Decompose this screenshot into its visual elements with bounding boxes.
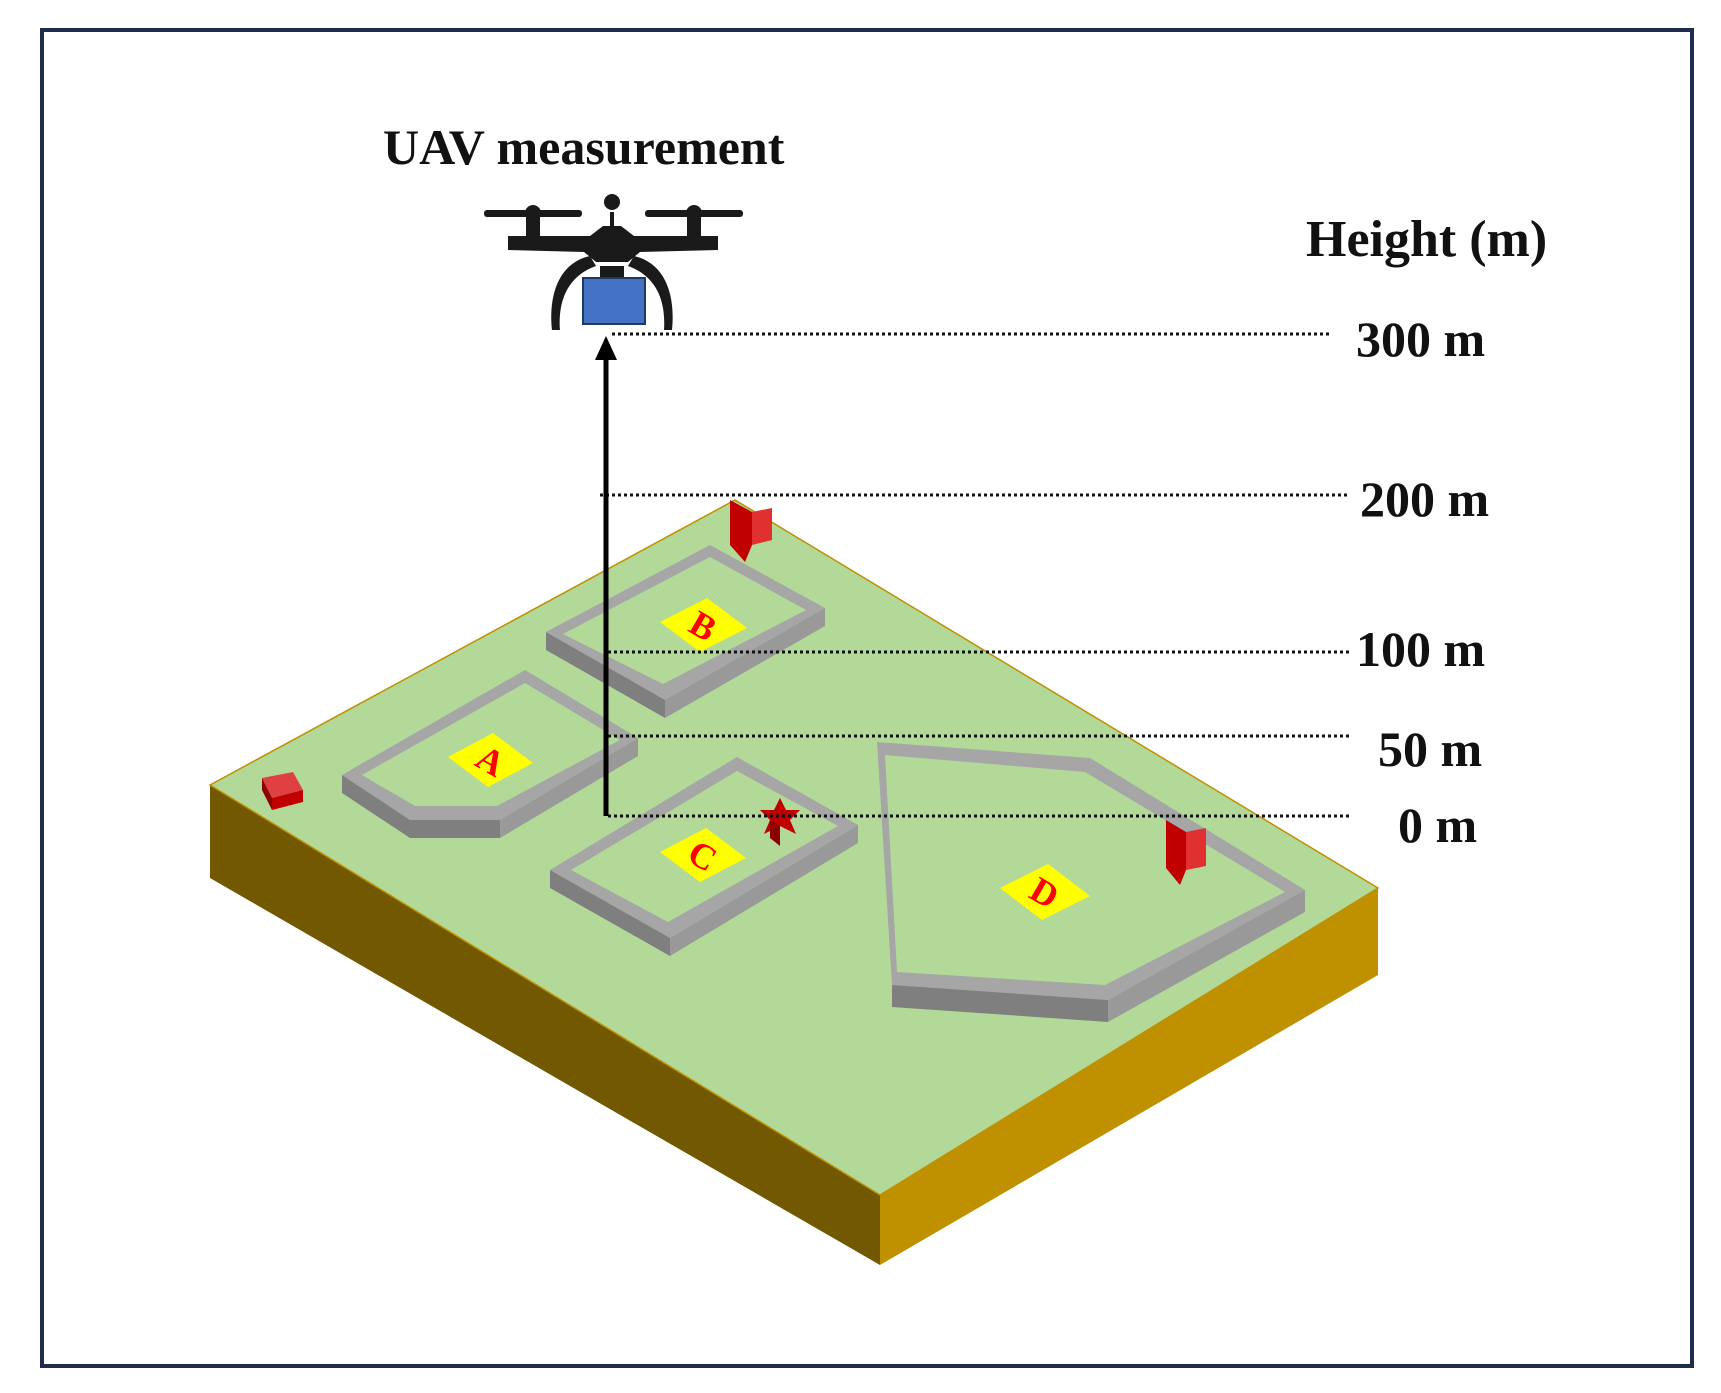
ascent-arrow <box>595 336 617 816</box>
plot-c-tag <box>660 828 746 882</box>
height-label-0: 0 m <box>1398 797 1478 853</box>
height-label-300: 300 m <box>1356 311 1486 367</box>
plot-d-wall-inner <box>885 755 1285 985</box>
plot-a-wall-front <box>342 775 500 838</box>
plot-b-wall-right <box>665 608 825 718</box>
height-label-50: 50 m <box>1378 721 1483 777</box>
marker-top <box>730 500 772 562</box>
plot-d-wall-front <box>892 985 1108 1022</box>
marker-d <box>1166 820 1206 885</box>
plot-b-tag <box>660 598 747 652</box>
marker-star <box>760 798 800 846</box>
marker-left <box>262 772 303 810</box>
drone-icon <box>484 194 743 330</box>
ground-right-face <box>880 888 1378 1265</box>
plot-d-tag <box>1000 864 1090 920</box>
diagram-title: UAV measurement <box>383 119 785 175</box>
height-label-100: 100 m <box>1356 621 1486 677</box>
plot-b-enclosure: B <box>546 545 825 718</box>
sensor-box <box>582 277 646 325</box>
height-axis-title: Height (m) <box>1306 211 1548 268</box>
plot-c-wall-front <box>550 870 670 956</box>
ground-left-face <box>210 785 880 1265</box>
arrowhead-icon <box>595 336 617 360</box>
height-label-200: 200 m <box>1360 471 1490 527</box>
plot-c-wall-right <box>670 825 858 956</box>
plot-d-enclosure: D <box>877 742 1305 1022</box>
plot-a-tag <box>448 733 533 787</box>
height-lines <box>600 332 1352 818</box>
figure-frame <box>40 28 1694 1368</box>
plot-d-wall-right <box>1108 890 1305 1022</box>
